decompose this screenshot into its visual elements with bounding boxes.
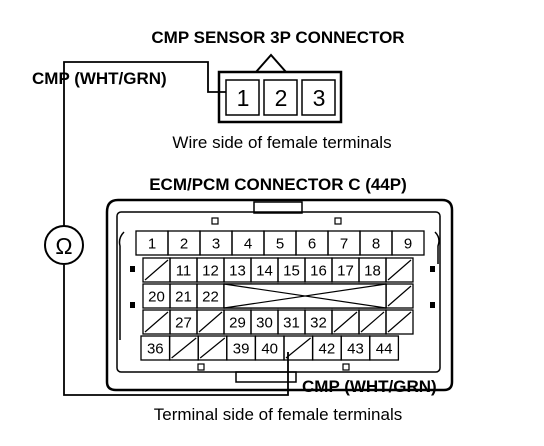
sensor-pin-cell-2 bbox=[263, 79, 298, 116]
ecm-pin-7: 7 bbox=[340, 236, 348, 253]
ecm-pin-43: 43 bbox=[347, 341, 364, 358]
ecm-pin-16: 16 bbox=[310, 263, 327, 280]
ecm-bottom-latch bbox=[235, 371, 297, 383]
ecm-blank-area-cross bbox=[223, 283, 387, 309]
sensor-pin-2: 2 bbox=[275, 85, 288, 111]
ecm-wire-label: CMP (WHT/GRN) bbox=[302, 377, 437, 396]
ecm-connector-housing bbox=[105, 198, 454, 392]
ecm-blank-diagonal-2 bbox=[223, 283, 387, 309]
ecm-pin-29: 29 bbox=[229, 315, 246, 332]
ecm-pin-1: 1 bbox=[148, 236, 156, 253]
ecm-left-lip bbox=[118, 231, 125, 340]
sensor-pin-3: 3 bbox=[313, 85, 326, 111]
ecm-empty-cavity-slash bbox=[333, 311, 358, 333]
ecm-empty-cavity-slash bbox=[144, 259, 169, 281]
ecm-cell-r1-c9 bbox=[391, 230, 425, 256]
ecm-key-left-1 bbox=[130, 266, 135, 272]
ecm-pin-39: 39 bbox=[233, 341, 250, 358]
ecm-empty-cavity-slash bbox=[387, 285, 412, 307]
ecm-mark-top-2 bbox=[334, 217, 342, 225]
ecm-pin-20: 20 bbox=[148, 289, 165, 306]
ecm-pin-32: 32 bbox=[310, 315, 327, 332]
ecm-pin-9: 9 bbox=[404, 236, 412, 253]
sensor-pin-cell-1 bbox=[225, 79, 260, 116]
lower-test-lead bbox=[63, 265, 289, 396]
upper-test-lead bbox=[63, 61, 226, 226]
ecm-pin-2: 2 bbox=[180, 236, 188, 253]
ecm-empty-cavity-slash bbox=[199, 337, 226, 359]
sensor-connector: 1 2 3 bbox=[217, 53, 343, 124]
ecm-right-lip bbox=[434, 231, 440, 264]
ohm-symbol: Ω bbox=[55, 233, 72, 259]
sensor-wire-label: CMP (WHT/GRN) bbox=[32, 69, 167, 88]
ecm-pin-15: 15 bbox=[283, 263, 300, 280]
ecm-connector-title: ECM/PCM CONNECTOR C (44P) bbox=[149, 175, 407, 194]
ecm-pin-18: 18 bbox=[364, 263, 381, 280]
ecm-pin-44: 44 bbox=[376, 341, 393, 358]
ecm-mark-bottom-2 bbox=[342, 363, 350, 371]
ecm-empty-cavity-slash bbox=[387, 259, 412, 281]
ecm-empty-cavity-slash bbox=[360, 311, 385, 333]
ecm-pin-11: 11 bbox=[176, 263, 192, 280]
ecm-top-latch bbox=[253, 201, 303, 214]
ecm-key-left-2 bbox=[130, 302, 135, 308]
ohmmeter-icon bbox=[44, 225, 84, 265]
ecm-pin-31: 31 bbox=[283, 315, 300, 332]
ecm-key-right-2 bbox=[430, 302, 435, 308]
sensor-pin-cell-3 bbox=[301, 79, 336, 116]
sensor-caption: Wire side of female terminals bbox=[172, 133, 391, 152]
ecm-cell-r2-c10 bbox=[385, 257, 414, 283]
ecm-key-right-1 bbox=[430, 266, 435, 272]
ecm-mark-bottom-1 bbox=[197, 363, 205, 371]
sensor-connector-title: CMP SENSOR 3P CONNECTOR bbox=[151, 28, 404, 47]
sensor-pin-1: 1 bbox=[237, 85, 250, 111]
ecm-pin-17: 17 bbox=[337, 263, 354, 280]
ecm-cell-r5-c9 bbox=[369, 335, 400, 361]
ecm-pin-13: 13 bbox=[229, 263, 246, 280]
ecm-pin-30: 30 bbox=[256, 315, 273, 332]
ecm-caption: Terminal side of female terminals bbox=[154, 405, 402, 424]
sensor-locking-tab bbox=[255, 53, 287, 73]
ohmmeter-leads: Ω bbox=[44, 61, 289, 396]
ecm-pin-6: 6 bbox=[308, 236, 316, 253]
ecm-pin-4: 4 bbox=[244, 236, 252, 253]
ecm-pin-40: 40 bbox=[261, 341, 278, 358]
ecm-pin-42: 42 bbox=[319, 341, 336, 358]
ecm-pin-21: 21 bbox=[175, 289, 192, 306]
ecm-pin-3: 3 bbox=[212, 236, 220, 253]
ecm-empty-cavity-slash bbox=[171, 337, 197, 359]
ecm-empty-cavity-slash bbox=[387, 311, 412, 333]
ecm-pin-12: 12 bbox=[202, 263, 219, 280]
ecm-pin-22: 22 bbox=[202, 289, 219, 306]
ecm-cell-r4-c10 bbox=[385, 309, 414, 335]
sensor-connector-body bbox=[217, 70, 343, 124]
ecm-empty-cavity-slash bbox=[198, 311, 223, 333]
ecm-mark-top-1 bbox=[211, 217, 219, 225]
ecm-empty-cavity-slash bbox=[285, 337, 311, 359]
ecm-pin-27: 27 bbox=[175, 315, 192, 332]
ecm-pin-36: 36 bbox=[147, 341, 164, 358]
ecm-pin-5: 5 bbox=[276, 236, 284, 253]
ecm-pin-14: 14 bbox=[256, 263, 273, 280]
ecm-empty-cavity-slash bbox=[144, 311, 169, 333]
ecm-pin-8: 8 bbox=[372, 236, 380, 253]
